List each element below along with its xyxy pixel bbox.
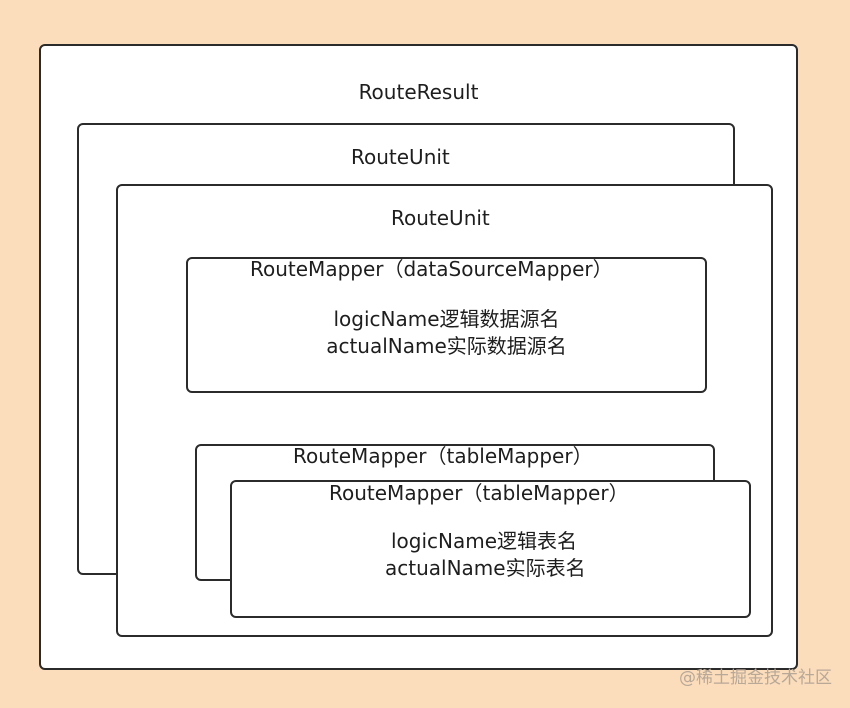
watermark: @稀土掘金技术社区 bbox=[679, 668, 832, 688]
datasource-mapper-box bbox=[186, 257, 707, 393]
table-mapper-logic-name: logicName逻辑表名 bbox=[391, 529, 578, 553]
datasource-mapper-logic-name: logicName逻辑数据源名 bbox=[333, 307, 560, 331]
table-mapper-front-box bbox=[230, 480, 751, 618]
datasource-mapper-actual-name: actualName实际数据源名 bbox=[326, 334, 567, 358]
route-unit-front-title: RouteUnit bbox=[391, 206, 490, 230]
table-mapper-front-title: RouteMapper（tableMapper） bbox=[329, 481, 629, 505]
route-result-title: RouteResult bbox=[358, 80, 479, 104]
table-mapper-actual-name: actualName实际表名 bbox=[385, 556, 586, 580]
table-mapper-back-title: RouteMapper（tableMapper） bbox=[293, 444, 593, 468]
route-unit-back-title: RouteUnit bbox=[351, 145, 450, 169]
datasource-mapper-title: RouteMapper（dataSourceMapper） bbox=[250, 257, 613, 281]
